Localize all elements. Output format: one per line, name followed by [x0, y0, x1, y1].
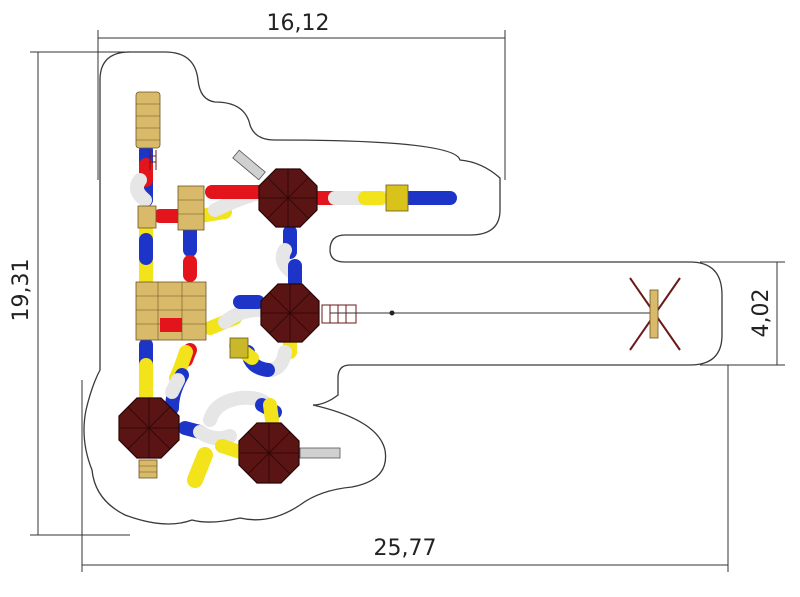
- zipline: [330, 277, 681, 351]
- tube-slides: [130, 143, 457, 488]
- platform-decks: [135, 91, 357, 479]
- tower-roofs: [118, 168, 320, 484]
- roof-bottom-right-tower: [238, 422, 300, 484]
- roof-middle-tower: [260, 283, 320, 343]
- safety-zone-outline: [83, 51, 723, 525]
- deck-top-left: [135, 91, 161, 149]
- ladder-left: [149, 150, 157, 170]
- dimension-right: 4,02: [700, 261, 785, 366]
- dimension-top: 16,12: [97, 11, 506, 180]
- roof-top-tower: [258, 168, 318, 228]
- dimension-left-label: 19,31: [9, 259, 34, 322]
- deck-upper-middle: [177, 185, 205, 231]
- slide-bottom: [299, 447, 341, 459]
- ladder-middle: [321, 304, 357, 324]
- dimension-bottom-label: 25,77: [374, 536, 437, 561]
- slide-top: [232, 149, 266, 181]
- roof-bottom-left-tower: [118, 397, 180, 459]
- dimension-top-label: 16,12: [267, 11, 330, 36]
- dimension-left: 19,31: [9, 51, 130, 536]
- dimension-bottom: 25,77: [81, 365, 729, 572]
- steps-bottom-left: [138, 459, 158, 479]
- dimension-right-label: 4,02: [749, 289, 774, 338]
